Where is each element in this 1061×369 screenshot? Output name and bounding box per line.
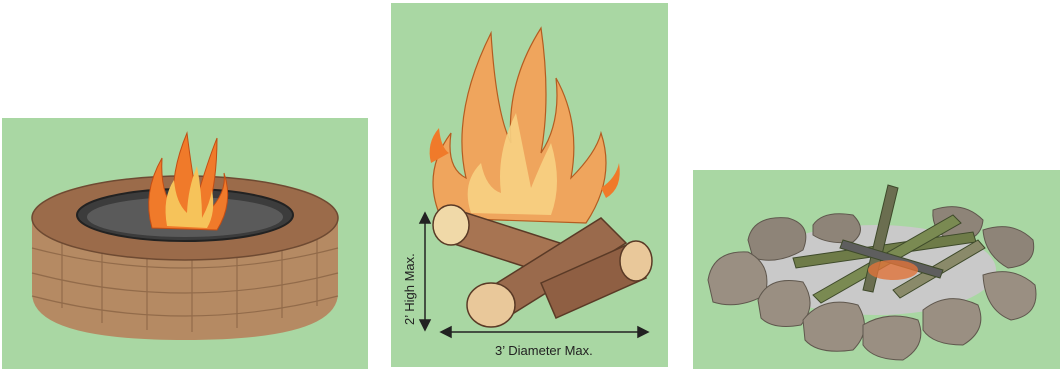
campfire-size-panel: 2’ High Max. 3’ Diameter Max. [391, 3, 668, 367]
stone-ring-panel [693, 170, 1060, 369]
brick-fire-pit-panel [2, 118, 368, 369]
diameter-limit-label: 3’ Diameter Max. [495, 343, 593, 358]
campfire-illustration: 2’ High Max. 3’ Diameter Max. [391, 3, 668, 367]
stone-ring-illustration [693, 170, 1060, 369]
brick-fire-pit-illustration [2, 118, 368, 369]
height-limit-label: 2’ High Max. [402, 253, 417, 325]
